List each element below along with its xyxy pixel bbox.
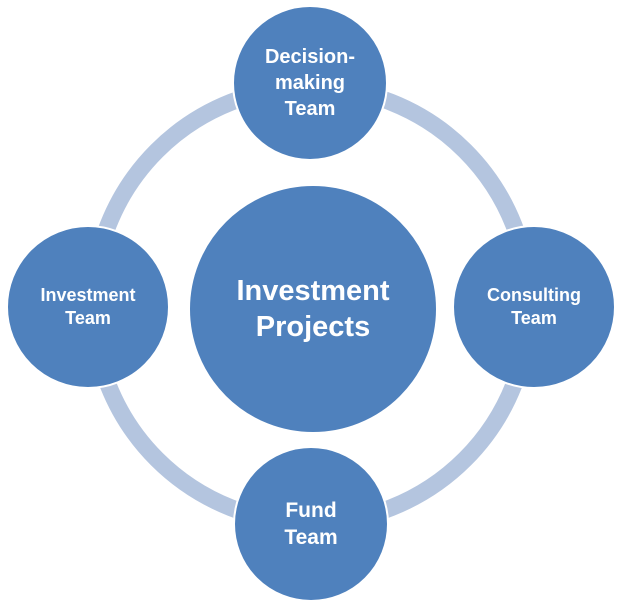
node-label-decision-making-team: Decision- making Team (264, 46, 356, 120)
node-investment-team: Investment Team (6, 225, 170, 389)
node-label-investment-team: Investment Team (40, 284, 136, 328)
node-decision-making-team: Decision- making Team (232, 5, 388, 161)
node-consulting-team: Consulting Team (452, 225, 616, 389)
center-node-label: Investment Projects (236, 274, 390, 343)
node-fund-team: Fund Team (233, 446, 389, 602)
node-label-fund-team: Fund Team (284, 498, 338, 549)
center-node-investment-projects: Investment Projects (188, 184, 438, 434)
node-label-consulting-team: Consulting Team (487, 284, 581, 328)
